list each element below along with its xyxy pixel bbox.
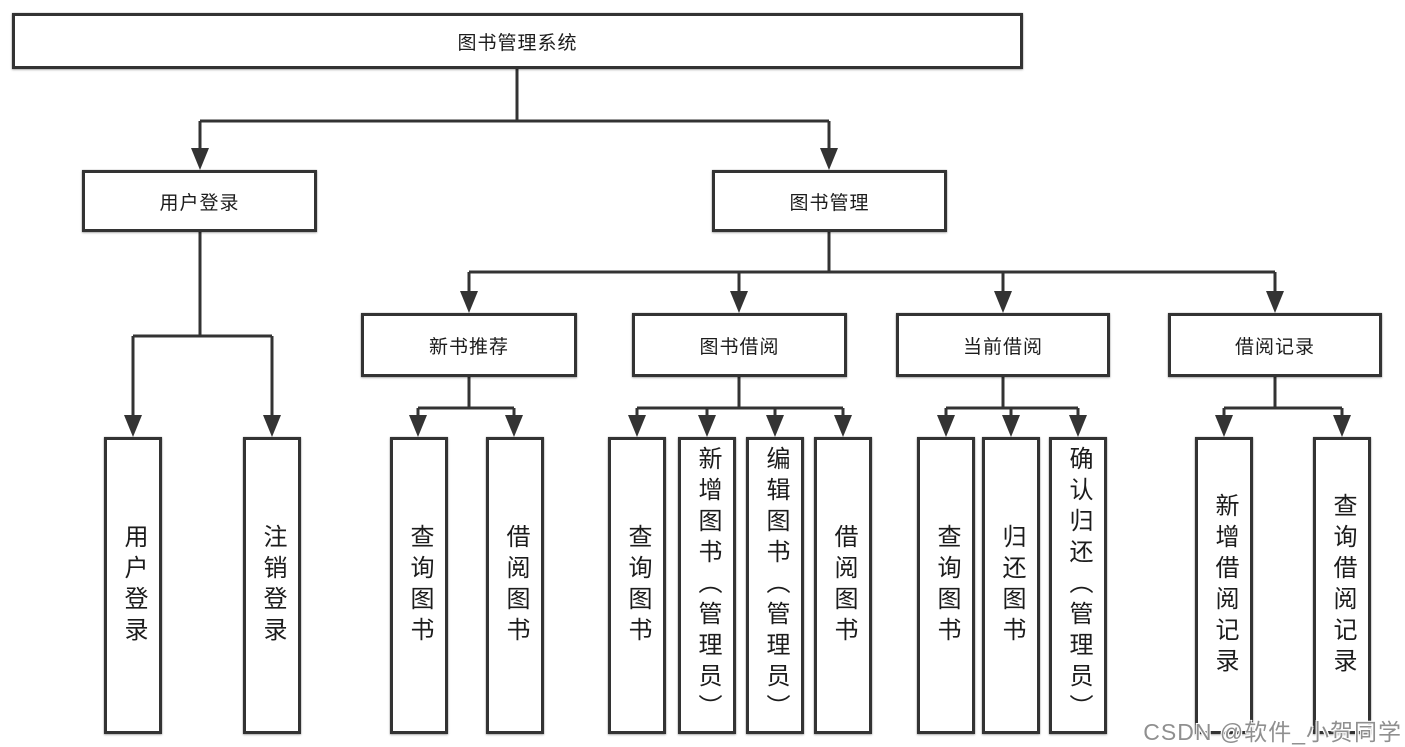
leaf-add-book-admin: 新增图书（管理员） [678,437,736,734]
node-current-borrow: 当前借阅 [896,313,1110,377]
leaf-query-books-current: 查询图书 [917,437,975,734]
leaf-edit-book-admin: 编辑图书（管理员） [746,437,804,734]
leaf-add-borrow-record: 新增借阅记录 [1195,437,1253,734]
leaf-logout: 注销登录 [243,437,301,734]
leaf-query-books-borrow: 查询图书 [608,437,666,734]
node-book-borrow: 图书借阅 [632,313,847,377]
leaf-query-borrow-record: 查询借阅记录 [1313,437,1371,734]
node-new-book-recommend: 新书推荐 [361,313,577,377]
leaf-borrow-books-recommend: 借阅图书 [486,437,544,734]
node-borrow-records: 借阅记录 [1168,313,1382,377]
leaf-borrow-book: 借阅图书 [814,437,872,734]
leaf-return-book: 归还图书 [982,437,1040,734]
csdn-watermark: CSDN @软件_小贺同学 [1143,719,1402,745]
leaf-query-books-recommend: 查询图书 [390,437,448,734]
node-book-management-branch: 图书管理 [712,170,947,232]
arrowhead-icons [124,148,1351,437]
node-user-login-branch: 用户登录 [82,170,317,232]
leaf-user-login: 用户登录 [104,437,162,734]
leaf-confirm-return-admin: 确认归还（管理员） [1049,437,1107,734]
node-root-system: 图书管理系统 [12,13,1023,69]
